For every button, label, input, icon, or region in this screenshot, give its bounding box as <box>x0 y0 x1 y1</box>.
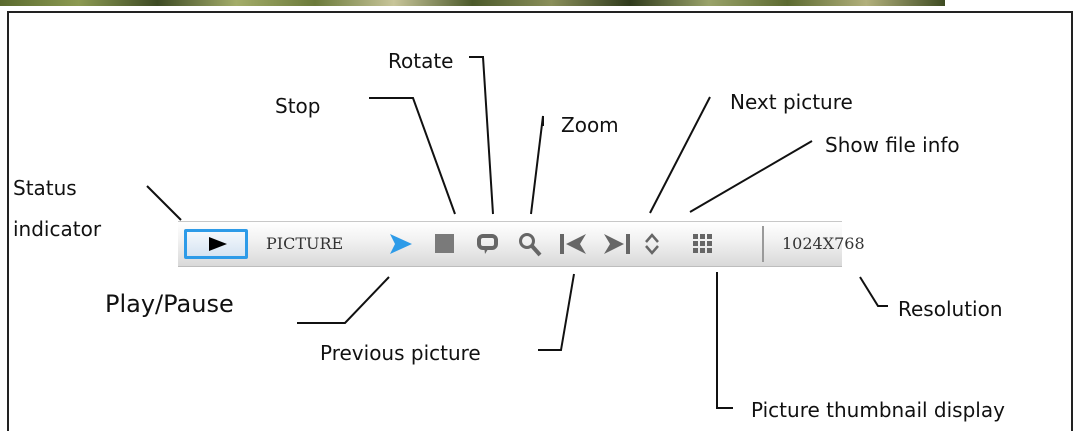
callout-resolution: Resolution <box>898 297 1003 321</box>
callout-status-line2: indicator <box>13 217 102 241</box>
show-file-info-icon[interactable] <box>644 232 660 256</box>
stop-icon[interactable] <box>434 233 456 255</box>
callout-info: Show file info <box>825 133 960 157</box>
callout-zoom: Zoom <box>561 113 619 137</box>
callout-previous: Previous picture <box>320 341 481 365</box>
callout-stop: Stop <box>275 94 321 118</box>
toolbar-separator <box>762 226 764 262</box>
callout-rotate: Rotate <box>388 49 454 73</box>
leader-rotate <box>469 56 494 215</box>
leader-previous <box>538 273 575 351</box>
mode-label: PICTURE <box>266 234 344 253</box>
leader-status <box>146 185 182 221</box>
next-picture-icon[interactable] <box>602 232 632 256</box>
leader-stop <box>369 97 456 215</box>
play-pause-icon[interactable] <box>388 231 414 257</box>
diagram-frame <box>7 11 1073 431</box>
callout-play: Play/Pause <box>105 290 234 318</box>
media-toolbar: PICTURE 1024X768 <box>178 221 865 267</box>
callout-status-line1: Status <box>13 176 77 200</box>
leader-thumbnail <box>716 272 733 409</box>
callout-thumbnail: Picture thumbnail display <box>751 398 1005 422</box>
leader-next <box>649 96 711 214</box>
photo-strip <box>0 0 945 6</box>
rotate-icon[interactable] <box>476 232 500 256</box>
leader-info <box>689 140 813 213</box>
zoom-icon[interactable] <box>518 231 542 257</box>
leader-play <box>297 276 390 324</box>
previous-picture-icon[interactable] <box>558 232 588 256</box>
status-indicator <box>184 229 248 259</box>
status-indicator-play-icon <box>209 237 227 251</box>
callout-next: Next picture <box>730 90 853 114</box>
leader-resolution <box>859 276 888 307</box>
thumbnail-grid-icon[interactable] <box>692 233 714 255</box>
leader-zoom <box>530 115 544 215</box>
resolution-readout: 1024X768 <box>782 234 865 253</box>
